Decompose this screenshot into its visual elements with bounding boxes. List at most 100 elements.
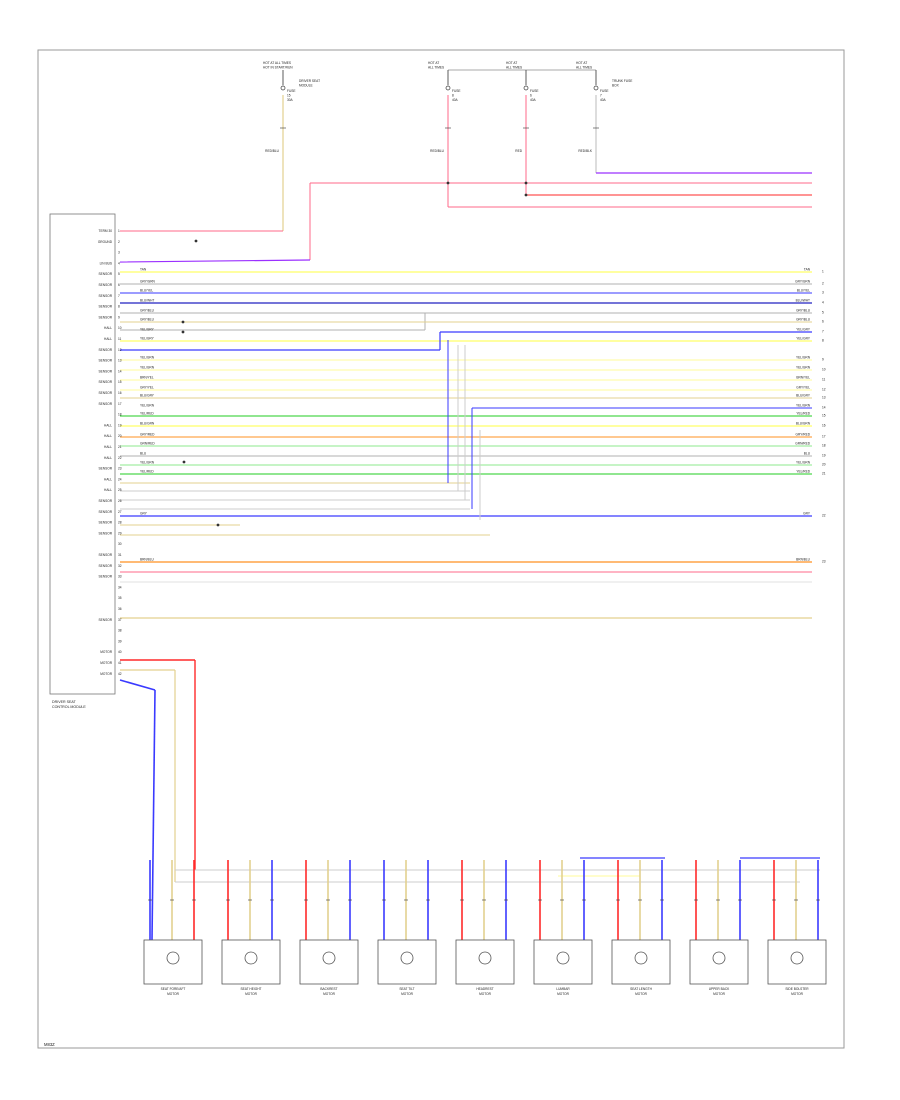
wire-color-label: YEL/GRN	[796, 404, 811, 408]
fuse-block-title: ALL TIMES	[576, 66, 592, 70]
fuse-note: MODULE	[299, 84, 313, 88]
module-pin-number: 22	[118, 456, 122, 460]
motor-label: MOTOR	[323, 992, 336, 996]
motor-label: MOTOR	[245, 992, 258, 996]
module-pin-label: HALL	[104, 488, 112, 492]
motor-label: SIDE BOLSTER	[785, 987, 809, 991]
module-pin-label: SENSOR	[99, 553, 113, 557]
motor-label: MOTOR	[791, 992, 804, 996]
module-pin-number: 10	[118, 326, 122, 330]
motor-label: MOTOR	[479, 992, 492, 996]
fuse-icon	[523, 85, 529, 91]
module-pin-number: 7	[118, 294, 120, 298]
wire-color-label: BRN/YEL	[796, 376, 810, 380]
motor-icon	[790, 951, 804, 965]
wire-color-label: GRY/BLU	[796, 318, 811, 322]
module-pin-label: HALL	[104, 337, 112, 341]
wire-color-label: YEL/GRN	[796, 366, 811, 370]
fuse-wires	[119, 69, 812, 263]
wire-color-label: BLU/GRN	[140, 422, 155, 426]
wire-color-label: GRY/RED	[796, 433, 811, 437]
wire-color-label: BLU	[140, 452, 147, 456]
wire-color-label: YEL/RED	[796, 470, 810, 474]
wire-color-label: BLU/WHT	[796, 299, 810, 303]
module-pin-label: SENSOR	[99, 391, 113, 395]
wire-color-label: GRY/BLU	[140, 318, 155, 322]
module-label: DRIVER SEAT CONTROL MODULE	[52, 700, 86, 709]
wire-color-label: GRY/BLU	[140, 309, 155, 313]
diagram-frame	[37, 49, 845, 1049]
module-pin-label: SENSOR	[99, 510, 113, 514]
wire-color-label: GRN/RED	[795, 442, 810, 446]
splice-points	[181, 181, 528, 527]
module-pin-label: MOTOR	[100, 650, 113, 654]
module-pin-label: SENSOR	[99, 359, 113, 363]
wire-color-label: BRN/BLU	[796, 558, 811, 562]
module-pin-number: 25	[118, 488, 122, 492]
fuse-wire-label: RED	[515, 149, 522, 153]
module-pin-label: HALL	[104, 423, 112, 427]
fuse-rating: 30A	[287, 98, 294, 102]
fuse-block-title: HOT AT	[576, 61, 587, 65]
module-pin-label: MOTOR	[100, 672, 113, 676]
motor-label: HEADREST	[476, 987, 493, 991]
connector-pin-number: 20	[822, 463, 826, 467]
module-label-line: DRIVER SEAT	[52, 700, 77, 704]
wire-color-label: YEL/GRN	[140, 356, 155, 360]
module-pin-label: SENSOR	[99, 467, 113, 471]
motor-label: MOTOR	[635, 992, 648, 996]
wire-color-label: YEL/GRN	[140, 366, 155, 370]
motor-icon	[712, 951, 726, 965]
wire-color-label: GRY	[140, 512, 148, 516]
motor-icon	[556, 951, 570, 965]
module-pin-label: SENSOR	[99, 564, 113, 568]
module-pin-number: 24	[118, 477, 122, 481]
connector-pin-number: 15	[822, 414, 826, 418]
wire-color-label: YEL/GRY	[140, 328, 155, 332]
fuse-block-title: HOT AT	[506, 61, 517, 65]
module-pin-label: SENSOR	[99, 305, 113, 309]
fuse-rating: 40A	[530, 98, 537, 102]
module-pin-label: LIN BUS	[100, 261, 112, 265]
fuse-rating: 15	[287, 94, 291, 98]
page-label: M83Z	[44, 1042, 55, 1047]
module-pin-number: 13	[118, 359, 122, 363]
module-pin-number: 29	[118, 531, 122, 535]
module-pin-number: 27	[118, 510, 122, 514]
motor-label: UPPER BACK	[709, 987, 730, 991]
motor-icon	[634, 951, 648, 965]
connector-pin-number: 19	[822, 454, 826, 458]
module-pin-label: SENSOR	[99, 315, 113, 319]
module-pin-number: 28	[118, 521, 122, 525]
connector-pin-number: 23	[822, 560, 826, 564]
fuse-note: TRUNK FUSE	[612, 79, 632, 83]
wire-color-label: BRN/YEL	[140, 376, 154, 380]
connector-pin-number: 14	[822, 406, 826, 410]
fuse-icon	[593, 85, 599, 91]
module-pin-number: 2	[118, 240, 120, 244]
wire-color-label: YEL/GRN	[796, 356, 811, 360]
fuse-wire-label: RED/BLK	[578, 149, 593, 153]
module-pin-number: 17	[118, 402, 122, 406]
connector-pin-number: 10	[822, 368, 826, 372]
module-pin-number: 31	[118, 553, 122, 557]
fuse-block-title: HOT AT ALL TIMES	[263, 61, 291, 65]
motor-icon	[322, 951, 336, 965]
module-pin-label: SENSOR	[99, 499, 113, 503]
module-pin-number: 21	[118, 445, 122, 449]
wire-color-label: GRY/GRN	[795, 280, 811, 284]
motor-label: MOTOR	[167, 992, 180, 996]
motor-housing	[221, 939, 281, 985]
wire-color-label: BLU/GRY	[140, 394, 155, 398]
fuse-rating: 6	[530, 94, 532, 98]
module-pin-label: MOTOR	[100, 661, 113, 665]
motor-label: SEAT LENGTH	[630, 987, 653, 991]
